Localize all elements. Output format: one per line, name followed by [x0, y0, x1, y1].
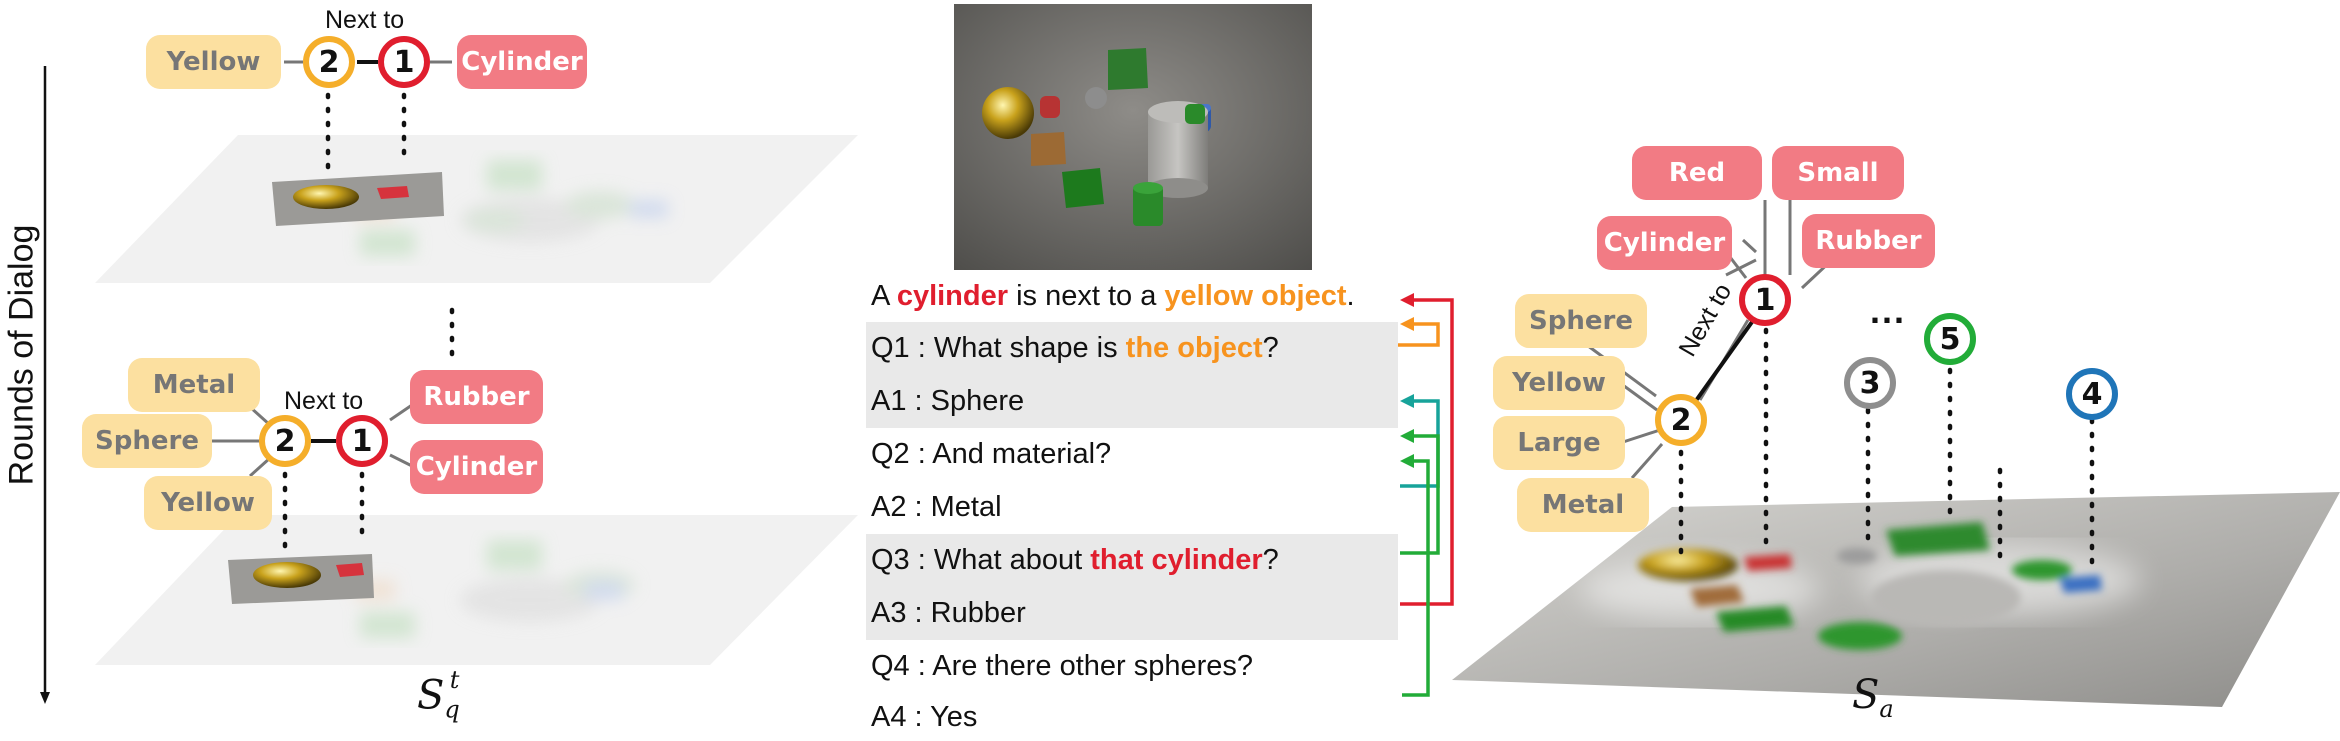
dialog-arrowhead-q4	[1400, 454, 1414, 468]
attr-tag-large: Large	[1493, 416, 1625, 470]
attr-tag-cylinder: Cylinder	[457, 35, 587, 89]
dialog-q3: Q3 : What about that cylinder?	[866, 534, 1398, 587]
caption-target-cylinder: cylinder	[896, 280, 1009, 312]
dialog-a1: A1 : Sphere	[866, 375, 1398, 428]
caption-mid: is next to a	[1008, 280, 1165, 312]
label-sq: Sqt	[417, 666, 460, 724]
label-sq-base: S	[417, 672, 445, 719]
dialog-q3-text: Q3 : What about	[871, 544, 1091, 576]
attr-tag-yellow: Yellow	[146, 35, 281, 89]
label-sa-base: S	[1852, 672, 1880, 718]
label-sa-sub: a	[1879, 695, 1894, 723]
scene-plane-right	[1452, 492, 2340, 707]
dialog-q3-highlight: that cylinder	[1090, 544, 1263, 576]
dialog-a2: A2 : Metal	[871, 491, 1002, 523]
caption-target-yellow: yellow object	[1164, 280, 1347, 312]
attr-tag-rubber: Rubber	[410, 370, 543, 424]
dialog-a4: A4 : Yes	[871, 700, 978, 733]
object-crop-top	[272, 172, 444, 226]
scene-plane-middle	[95, 515, 858, 665]
caption-suffix: .	[1346, 280, 1355, 312]
attr-tag-sphere: Sphere	[82, 414, 212, 468]
dialog-a3: A3 : Rubber	[866, 587, 1398, 640]
grounding-dots-right	[1678, 327, 2095, 575]
relation-label-middle: Next to	[284, 387, 364, 415]
attr-tag-rubber: Rubber	[1802, 214, 1935, 268]
dialog-arrow-q4	[1402, 459, 1430, 697]
caption: A cylinder is next to a yellow object.	[866, 270, 1398, 323]
dialog-q1-end: ?	[1262, 332, 1279, 364]
relation-label-top: Next to	[325, 6, 405, 34]
graph-node-4-right: 4	[2066, 368, 2118, 420]
object-crop-middle	[228, 554, 374, 604]
label-sa: Sa	[1852, 672, 1894, 723]
graph-right-ellipsis: ...	[1870, 290, 1907, 331]
attr-tag-metal: Metal	[1517, 478, 1649, 532]
dialog-q2: Q2 : And material?	[871, 438, 1112, 470]
dialog-q4: Q4 : Are there other spheres?	[871, 650, 1254, 682]
attr-tag-yellow: Yellow	[144, 476, 272, 530]
dialog-q1: Q1 : What shape is the object?	[866, 322, 1398, 375]
graph-node-2-right: 2	[1655, 394, 1707, 446]
graph-node-5-right: 5	[1924, 313, 1976, 365]
graph-node-2-top: 2	[303, 36, 355, 88]
label-sq-sup: t	[449, 666, 460, 694]
graph-node-1-top: 1	[378, 36, 430, 88]
graph-right-relation-edge	[1693, 320, 1754, 404]
scene-plane-top	[95, 135, 858, 283]
attr-tag-cylinder: Cylinder	[1597, 216, 1732, 270]
label-sq-sub: q	[444, 695, 460, 724]
graph-node-3-right: 3	[1844, 357, 1896, 409]
dialog-q3-end: ?	[1262, 544, 1279, 576]
attr-tag-red: Red	[1632, 146, 1762, 200]
attr-tag-metal: Metal	[128, 358, 260, 412]
attr-tag-yellow: Yellow	[1493, 356, 1625, 410]
graph-node-2-middle: 2	[259, 415, 311, 467]
scene-photo	[954, 4, 1312, 270]
graph-node-1-right: 1	[1739, 274, 1791, 326]
attr-tag-small: Small	[1772, 146, 1904, 200]
dialog-arrows	[1398, 298, 1454, 606]
dialog-q1-highlight: the object	[1125, 332, 1263, 364]
rounds-axis-arrowhead	[40, 692, 50, 704]
graph-node-1-middle: 1	[336, 415, 388, 467]
caption-prefix: A	[871, 280, 897, 312]
dialog-q1-text: Q1 : What shape is	[871, 332, 1126, 364]
dialog-arrowheads	[1400, 293, 1414, 443]
attr-tag-cylinder: Cylinder	[410, 440, 543, 494]
rounds-axis-label: Rounds of Dialog	[2, 224, 41, 486]
attr-tag-sphere: Sphere	[1515, 294, 1647, 348]
